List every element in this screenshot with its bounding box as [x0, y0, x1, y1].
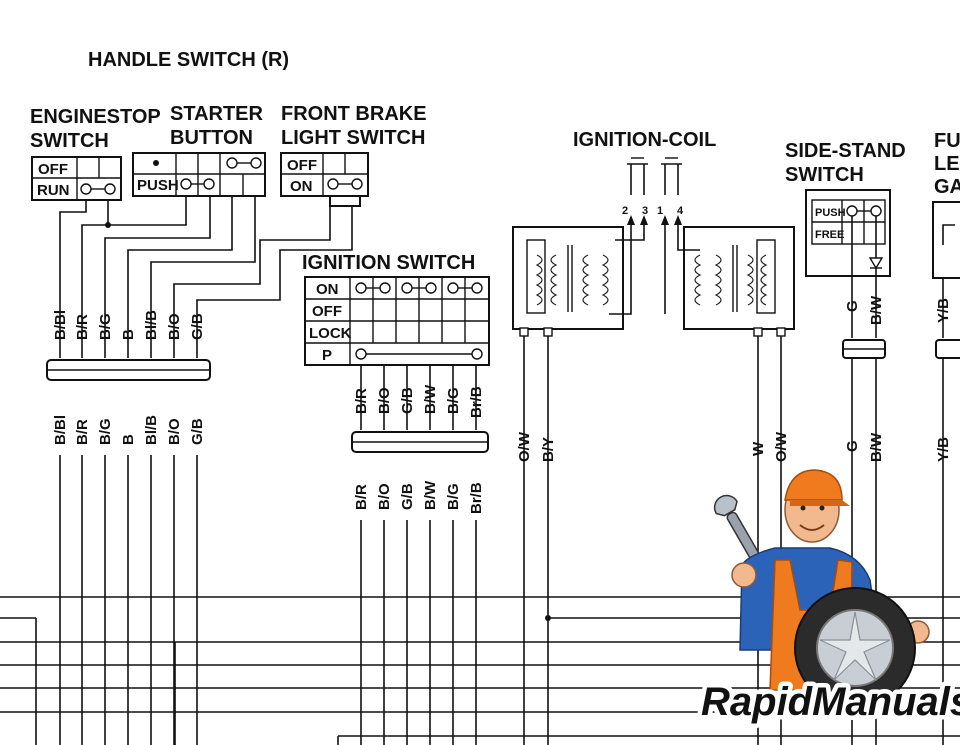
ignition-p-label: P [322, 347, 332, 364]
wire-label: Bl/B [143, 310, 160, 340]
side-stand-free-label: FREE [815, 229, 844, 241]
handle-switch-connector [46, 359, 211, 381]
wire-label: G/B [399, 387, 416, 414]
coil-pin-1: 1 [657, 205, 663, 217]
fuel-title-line2: LE [934, 153, 960, 175]
coil-pin-2: 2 [622, 205, 628, 217]
wire-label: B/W [422, 480, 439, 510]
front-brake-on-label: ON [290, 178, 313, 195]
front-brake-title-line2: LIGHT SWITCH [281, 127, 425, 149]
front-brake-switch-table: OFF ON [280, 152, 369, 207]
wire-label: O/W [773, 431, 790, 462]
wire-label: B/R [74, 314, 91, 340]
wire-label: W [750, 441, 767, 456]
handle-switch-title: HANDLE SWITCH (R) [88, 49, 289, 71]
starter-push-label: PUSH [137, 177, 179, 194]
wire-label: Y/B [935, 437, 952, 462]
ignition-lower-wire-labels: B/R B/O G/B B/W B/G Br/B [353, 480, 485, 514]
wire-label: Br/B [468, 386, 485, 418]
ignition-lower-wiring [360, 520, 477, 745]
wire-label: G [844, 300, 861, 312]
wire-label: Y/B [935, 298, 952, 323]
side-stand-title-line2: SWITCH [785, 164, 864, 186]
wire-label: B/Y [540, 437, 557, 462]
wire-label: B/R [353, 388, 370, 414]
enginestop-title-line1: ENGINESTOP [30, 106, 161, 128]
starter-title-line2: BUTTON [170, 127, 253, 149]
wire-label: G [844, 440, 861, 452]
coil-pin-3: 3 [642, 205, 648, 217]
handle-lower-wiring [59, 455, 198, 745]
handle-switch-wiring [59, 196, 353, 358]
ignition-lock-label: LOCK [309, 325, 352, 342]
fuel-title-line1: FU [934, 130, 960, 152]
rapidmanuals-logo: RapidManuals RapidManuals [697, 676, 960, 729]
ignition-coil-right [683, 226, 795, 337]
enginestop-title-line2: SWITCH [30, 130, 109, 152]
front-brake-title-line1: FRONT BRAKE [281, 103, 427, 125]
ignition-upper-wire-labels: B/R B/O G/B B/W B/G Br/B [353, 384, 485, 418]
wire-label: O/W [516, 431, 533, 462]
wire-label: B/W [422, 384, 439, 414]
wire-label: B [120, 434, 137, 445]
wire-label: B [120, 329, 137, 340]
wire-label: B/Bl [52, 415, 69, 445]
ignition-upper-wiring [360, 365, 477, 430]
ignition-coil-wire-labels: O/W B/Y W O/W [516, 431, 790, 462]
wire-label: B/W [868, 295, 885, 325]
enginestop-run-label: RUN [37, 182, 70, 199]
wire-label: B/W [868, 432, 885, 462]
wire-label: B/R [353, 484, 370, 510]
ignition-connector [351, 431, 489, 453]
mechanic-mascot-icon [713, 469, 930, 709]
wire-label: B/G [97, 313, 114, 340]
spark-plug-terminals: 2 3 1 4 [609, 157, 700, 315]
side-stand-push-label: PUSH [815, 207, 846, 219]
wire-label: Br/B [468, 482, 485, 514]
handle-lower-wire-labels: B/Bl B/R B/G B Bl/B B/O G/B [52, 415, 206, 445]
handle-upper-wire-labels: B/Bl B/R B/G B Bl/B B/O G/B [52, 310, 206, 340]
wire-label: G/B [399, 483, 416, 510]
ignition-off-label: OFF [312, 303, 342, 320]
wire-label: B/Bl [52, 310, 69, 340]
starter-title-line1: STARTER [170, 103, 264, 125]
wire-label: G/B [189, 313, 206, 340]
coil-pin-4: 4 [677, 205, 684, 217]
wire-label: B/O [166, 418, 183, 445]
wire-label: B/G [445, 483, 462, 510]
ignition-on-label: ON [316, 281, 339, 298]
ignition-coil-title: IGNITION-COIL [573, 129, 716, 151]
ignition-switch-table: ON OFF LOCK P [304, 276, 490, 366]
wire-label: B/O [166, 313, 183, 340]
fuel-title-line3: GA [934, 176, 960, 198]
front-brake-off-label: OFF [287, 157, 317, 174]
logo-text: RapidManuals [701, 680, 960, 724]
wire-label: B/G [97, 418, 114, 445]
fuel-level-gauge-partial: Y/B Y/B [932, 201, 960, 745]
enginestop-off-label: OFF [38, 161, 68, 178]
ignition-switch-title: IGNITION SWITCH [302, 252, 475, 274]
starter-button-table: PUSH [132, 152, 266, 197]
logo-outline: RapidManuals [701, 680, 960, 724]
wire-label: B/R [74, 419, 91, 445]
ignition-coil-left [512, 226, 624, 337]
wire-label: B/O [376, 387, 393, 414]
enginestop-switch-table: OFF RUN [31, 156, 122, 201]
side-stand-switch: PUSH FREE [805, 189, 891, 277]
wire-label: Bl/B [143, 415, 160, 445]
wire-label: B/O [376, 483, 393, 510]
side-stand-title-line1: SIDE-STAND [785, 140, 906, 162]
wire-label: G/B [189, 418, 206, 445]
wire-label: B/G [445, 387, 462, 414]
